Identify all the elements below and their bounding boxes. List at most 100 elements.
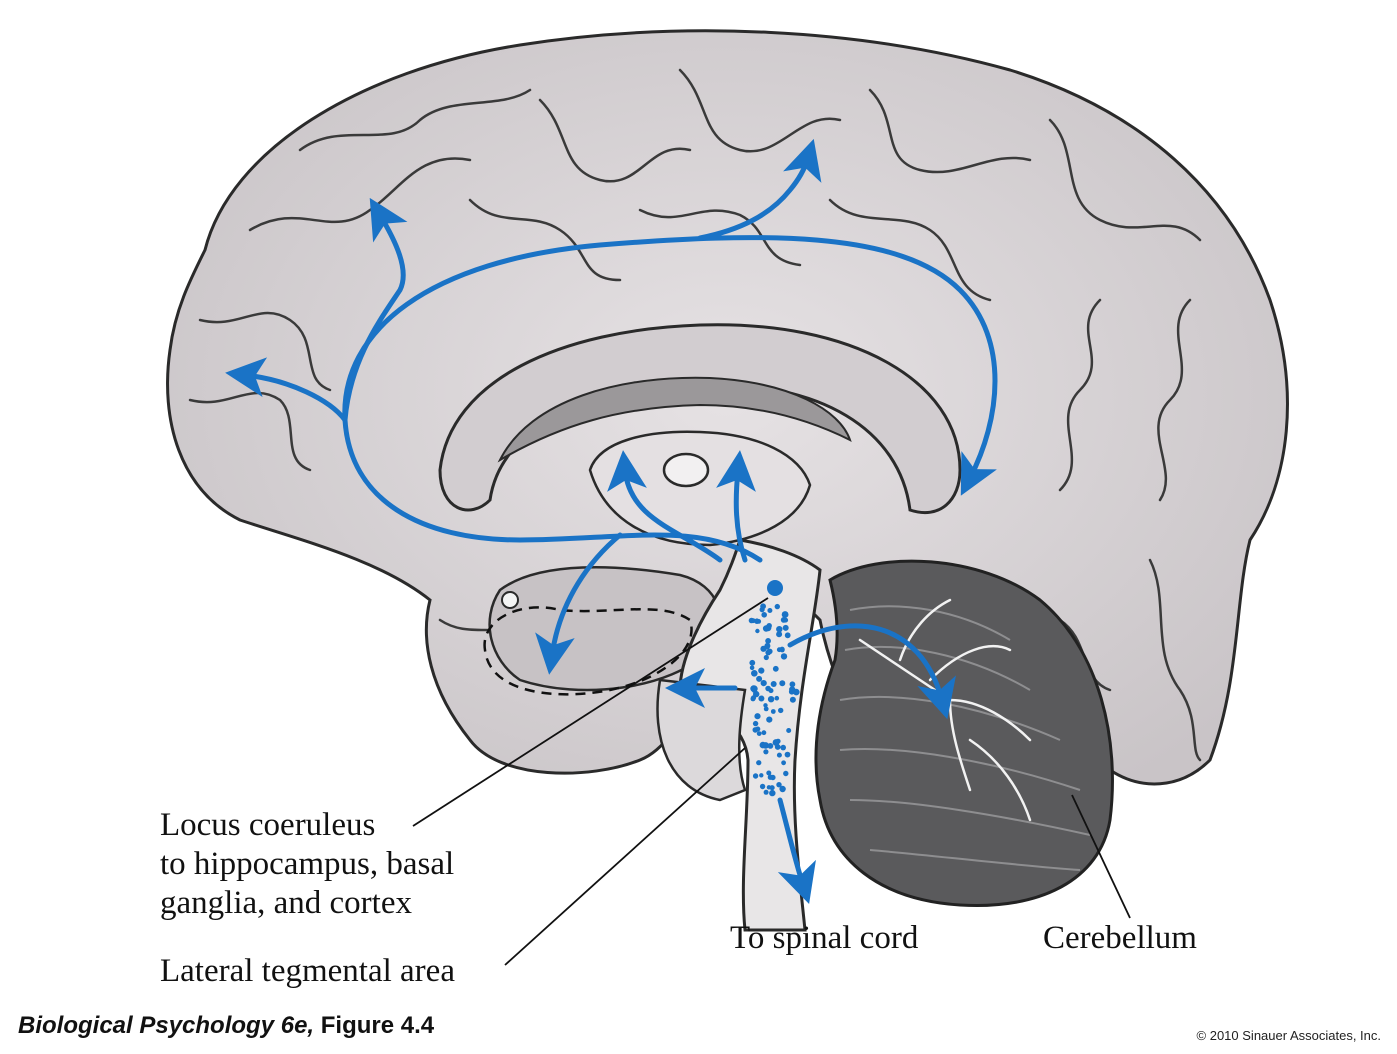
caption-figure: Figure 4.4: [314, 1012, 435, 1039]
leader-locus: [412, 597, 769, 827]
lc-dot: [759, 783, 766, 790]
lc-dot: [760, 603, 766, 610]
pathway-spinal: [777, 797, 816, 905]
lc-dot: [756, 760, 762, 766]
lc-dot: [772, 739, 780, 746]
lc-dot: [767, 696, 775, 703]
lc-dot: [760, 680, 767, 687]
mammillary-dot: [501, 591, 519, 609]
cerebellum-folia: [839, 605, 1091, 871]
lc-dot: [778, 707, 784, 714]
lc-dot: [755, 628, 760, 634]
pathway-frontal-upper: [342, 197, 408, 423]
label-locus-line3: ganglia, and cortex: [160, 885, 412, 921]
lc-dot: [765, 649, 771, 656]
lc-dot: [758, 667, 765, 674]
lc-dot: [789, 681, 796, 688]
lc-dot: [767, 608, 773, 613]
lc-dot: [749, 665, 755, 671]
leader-lines: [412, 597, 1131, 966]
label-lateral-tegmental: Lateral tegmental area: [160, 953, 455, 989]
lc-dot: [760, 645, 767, 652]
lc-dot: [774, 695, 780, 701]
lc-dot: [780, 653, 788, 660]
lc-dot: [766, 716, 773, 723]
lateral-ventricle: [497, 376, 852, 463]
lc-dot: [772, 665, 779, 672]
massa-intermedia: [662, 452, 710, 488]
lc-dot: [762, 625, 770, 632]
lc-dot: [750, 695, 757, 701]
lc-dot: [780, 744, 786, 751]
label-locus-line2: to hippocampus, basal: [160, 846, 455, 882]
lc-dot: [756, 619, 762, 624]
lc-dot: [749, 659, 756, 666]
noradrenergic-pathways: [225, 138, 998, 905]
lc-dot: [752, 773, 759, 779]
lc-dot: [784, 751, 791, 758]
lc-dot: [779, 680, 786, 687]
lc-dot: [776, 782, 782, 788]
pathway-parietal: [697, 138, 822, 241]
lc-dot: [779, 785, 786, 793]
lc-dot: [752, 720, 759, 727]
lc-dot: [770, 709, 776, 714]
lc-dot: [751, 670, 758, 677]
lc-dot: [763, 749, 769, 755]
caption-book: Biological Psychology 6e,: [18, 1012, 315, 1039]
lc-dot: [758, 695, 765, 702]
pons-bulge: [656, 678, 747, 802]
lc-dot: [750, 685, 758, 692]
lc-dot: [767, 743, 774, 749]
lc-dot: [769, 785, 775, 791]
lc-dot: [770, 774, 776, 781]
label-locus-coeruleus: Locus coeruleus to hippocampus, basal ga…: [160, 806, 454, 923]
lc-dot: [754, 713, 761, 720]
lc-dot: [765, 685, 771, 692]
lc-dot: [776, 631, 783, 638]
lc-dot: [770, 790, 776, 796]
lc-dot: [761, 730, 767, 736]
lc-dot: [789, 686, 796, 693]
leader-cerebellum: [1071, 794, 1131, 919]
lc-dot: [765, 645, 770, 650]
label-locus-line1: Locus coeruleus: [160, 807, 376, 843]
lc-dot: [776, 752, 782, 758]
lc-dot: [763, 706, 769, 712]
lc-dot: [755, 726, 761, 732]
locus-coeruleus-nucleus: [767, 580, 783, 596]
pathway-frontal-anterior: [225, 357, 348, 423]
lc-dot: [784, 632, 791, 639]
pathway-cerebellum: [787, 623, 956, 720]
lc-dot: [759, 773, 764, 778]
lc-dot: [770, 681, 777, 687]
lc-dot: [774, 603, 780, 610]
copyright-notice: © 2010 Sinauer Associates, Inc.: [1196, 1028, 1381, 1043]
pathway-thalamus-right: [716, 450, 756, 563]
brainstem: [678, 538, 822, 932]
pathway-thalamus-left: [607, 450, 723, 563]
lc-dot: [762, 742, 769, 749]
lc-dot: [779, 646, 785, 652]
lc-dot: [766, 770, 772, 776]
label-cerebellum: Cerebellum: [1043, 920, 1197, 956]
lc-dot: [763, 654, 769, 661]
lc-dot: [782, 624, 789, 631]
locus-coeruleus-dots: [748, 603, 800, 797]
lc-dot: [756, 675, 763, 682]
lc-dot: [765, 638, 771, 644]
lc-dot: [781, 760, 786, 766]
leader-lateral: [504, 747, 746, 966]
lc-dot: [783, 617, 789, 623]
lc-dot: [781, 611, 789, 618]
lc-dot: [789, 696, 796, 703]
label-spinal-cord: To spinal cord: [730, 920, 919, 956]
lc-dot: [761, 612, 767, 618]
figure-caption: Biological Psychology 6e, Figure 4.4: [18, 1012, 434, 1040]
pathway-hippocampus: [535, 532, 623, 675]
lc-dot: [786, 728, 792, 733]
lc-dot: [763, 703, 768, 708]
hippocampus-dashed-outline: [483, 606, 693, 696]
lc-dot: [756, 731, 762, 736]
